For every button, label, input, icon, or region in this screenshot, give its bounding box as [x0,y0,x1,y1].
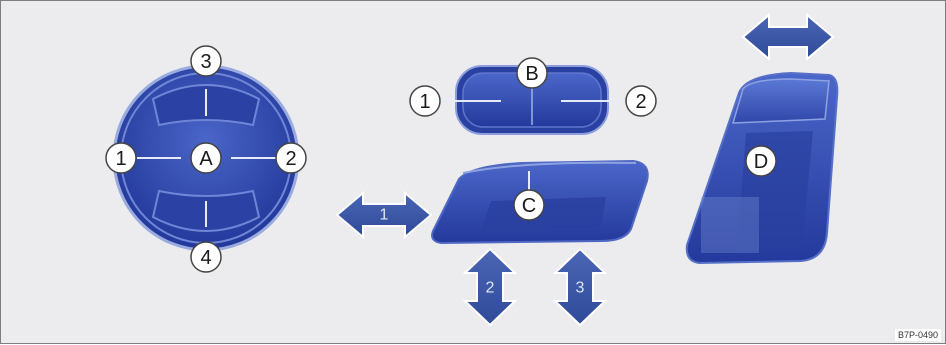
svg-text:2: 2 [285,148,296,170]
callout-a-1: 1 [105,142,137,174]
arrow-3-label: 3 [576,280,585,297]
document-code: B7P-0490 [894,329,941,341]
svg-text:A: A [199,148,213,170]
arrow-1-label: 1 [380,207,389,224]
callout-b-2: 2 [625,85,657,117]
arrow-2-vertical [462,247,518,327]
arrow-d-horizontal [741,12,835,62]
arrow-2-label: 2 [486,280,495,297]
arrow-3-vertical [552,247,608,327]
svg-text:2: 2 [635,91,646,113]
svg-text:4: 4 [200,247,211,269]
callout-d: D [745,145,777,177]
svg-text:D: D [754,151,768,173]
callout-b: B [516,57,548,89]
callout-a-4: 4 [190,241,222,273]
callout-a-2: 2 [275,142,307,174]
svg-text:1: 1 [115,148,126,170]
switch-b-oval [441,65,626,135]
svg-text:3: 3 [200,51,211,73]
callout-c: C [513,189,545,221]
svg-text:B: B [525,63,538,85]
arrow-1-horizontal [335,190,433,240]
svg-text:1: 1 [419,91,430,113]
callout-b-1: 1 [409,85,441,117]
svg-text:C: C [522,195,536,217]
callout-a-3: 3 [190,45,222,77]
callout-a: A [190,142,222,174]
